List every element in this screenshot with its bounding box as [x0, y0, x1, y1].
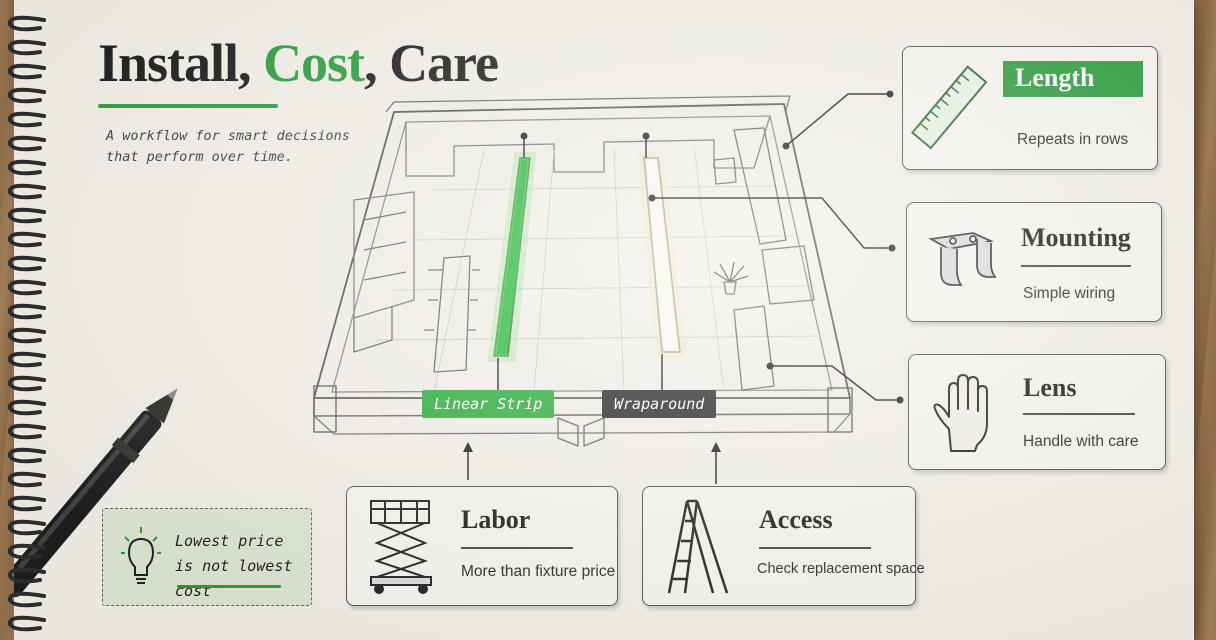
mounting-card: Mounting Simple wiring	[906, 202, 1162, 322]
cost-note: Lowest price is not lowest cost	[102, 508, 312, 606]
ladder-icon	[667, 499, 729, 594]
spiral-ring	[7, 183, 46, 200]
labor-card: Labor More than fixture price	[346, 486, 618, 606]
wraparound-fixture	[637, 152, 687, 358]
title-install: Install,	[98, 33, 264, 93]
mounting-text: Simple wiring	[1023, 285, 1116, 302]
page-title: Install, Cost, Care	[98, 32, 499, 94]
labor-text: More than fixture price	[461, 563, 616, 580]
length-card: Length Repeats in rows	[902, 46, 1158, 170]
title-care: , Care	[364, 33, 499, 93]
hand-icon	[933, 374, 988, 452]
spiral-ring	[7, 87, 46, 104]
spiral-ring	[7, 423, 46, 440]
lightbulb-icon	[121, 527, 161, 584]
spiral-ring	[7, 351, 46, 368]
linear-strip-fixture	[487, 152, 537, 362]
labor-rule	[461, 547, 573, 549]
lens-title: Lens	[1023, 373, 1077, 402]
access-card: Access Check replacement space	[642, 486, 925, 606]
spiral-ring	[7, 519, 46, 536]
notebook-page: Install, Cost, Care A workflow for smart…	[14, 0, 1194, 640]
access-title: Access	[759, 505, 833, 534]
scissor-lift-icon	[370, 500, 432, 594]
lens-card: Lens Handle with care	[908, 354, 1166, 470]
spiral-ring	[7, 255, 46, 272]
note-text: Lowest price is not lowest cost	[175, 529, 311, 604]
spiral-ring	[7, 231, 46, 248]
access-rule	[759, 547, 871, 549]
mounting-bracket-icon	[928, 232, 997, 286]
spiral-binding	[7, 15, 46, 632]
spiral-ring	[7, 567, 46, 584]
spiral-ring	[7, 615, 46, 632]
access-text: Check replacement space	[757, 561, 925, 577]
ruler-icon	[910, 65, 988, 150]
spiral-ring	[7, 591, 46, 608]
lens-rule	[1023, 413, 1135, 415]
note-underline	[177, 585, 281, 588]
wraparound-tag: Wraparound	[602, 390, 717, 418]
spiral-ring	[7, 447, 46, 464]
spiral-ring	[7, 303, 46, 320]
spiral-ring	[7, 39, 46, 56]
length-text: Repeats in rows	[1017, 131, 1129, 148]
subtitle: A workflow for smart decisions that perf…	[106, 128, 350, 165]
spiral-ring	[7, 63, 46, 80]
spiral-ring	[7, 159, 46, 176]
note-line-1: Lowest price	[175, 532, 284, 550]
mounting-rule	[1021, 265, 1131, 267]
title-cost: Cost	[263, 33, 365, 93]
spiral-ring	[7, 279, 46, 296]
spiral-ring	[7, 375, 46, 392]
spiral-ring	[7, 15, 46, 32]
spiral-ring	[7, 471, 46, 488]
linear-strip-tag: Linear Strip	[422, 390, 555, 418]
spiral-ring	[7, 399, 46, 416]
lens-text: Handle with care	[1023, 433, 1139, 450]
floor-plan-sketch	[313, 90, 904, 484]
mounting-title: Mounting	[1021, 223, 1131, 252]
note-line-2: is not lowest cost	[175, 557, 293, 600]
title-underline	[98, 104, 278, 108]
spiral-ring	[7, 111, 46, 128]
spiral-ring	[7, 495, 46, 512]
spiral-ring	[7, 135, 46, 152]
spiral-ring	[7, 327, 46, 344]
spiral-ring	[7, 543, 46, 560]
length-title: Length	[1003, 61, 1143, 97]
labor-title: Labor	[461, 505, 531, 534]
spiral-ring	[7, 207, 46, 224]
pen-icon	[14, 388, 178, 598]
